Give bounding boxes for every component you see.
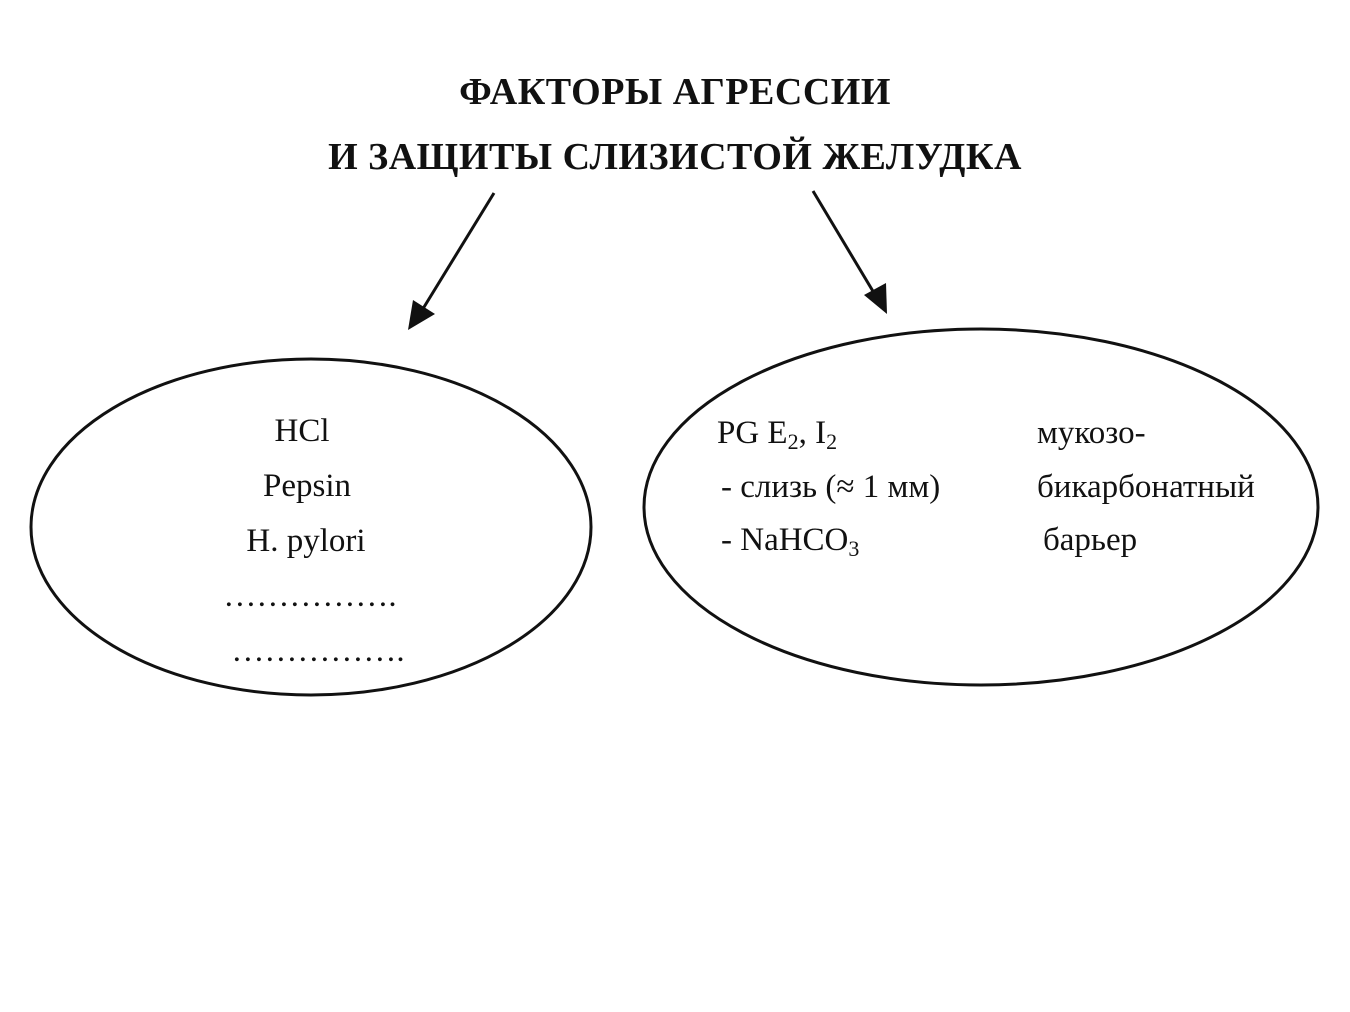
bicarb-main: - NaHCO [721,522,849,558]
pg-sub-e: 2 [787,429,799,454]
protection-ellipse [642,327,1320,687]
pg-sep: , I [798,415,827,451]
aggression-item-h-pylori: H. pylori [246,523,366,559]
aggression-item-pepsin: Pepsin [262,468,352,504]
pg-main: PG E [717,415,788,451]
bicarb-sub: 3 [848,536,860,561]
arrow-to-protection [811,190,885,309]
protection-item-mucus: - слизь (≈ 1 мм) [721,469,941,505]
arrow-to-aggression [411,192,496,326]
protection-item-prostaglandins: PG E2, I2 [717,415,837,453]
diagram-title-line-2: И ЗАЩИТЫ СЛИЗИСТОЙ ЖЕЛУДКА [328,136,1022,178]
pg-sub-i: 2 [826,429,838,454]
protection-item-bicarbonate: - NaHCO3 [721,522,859,560]
diagram-title-line-1: ФАКТОРЫ АГРЕССИИ [459,71,891,113]
barrier-label-line-2: бикарбонатный [1037,469,1255,505]
arrow-head-aggression [408,300,435,330]
aggression-item-placeholder-1: ……………. [223,578,397,614]
barrier-label-line-1: мукозо- [1037,415,1146,451]
barrier-label-line-3: барьер [1043,522,1138,558]
aggression-item-hcl: HCl [274,413,330,449]
aggression-item-placeholder-2: ……………. [231,633,405,669]
aggression-ellipse [29,357,593,697]
arrow-head-protection [864,283,887,314]
